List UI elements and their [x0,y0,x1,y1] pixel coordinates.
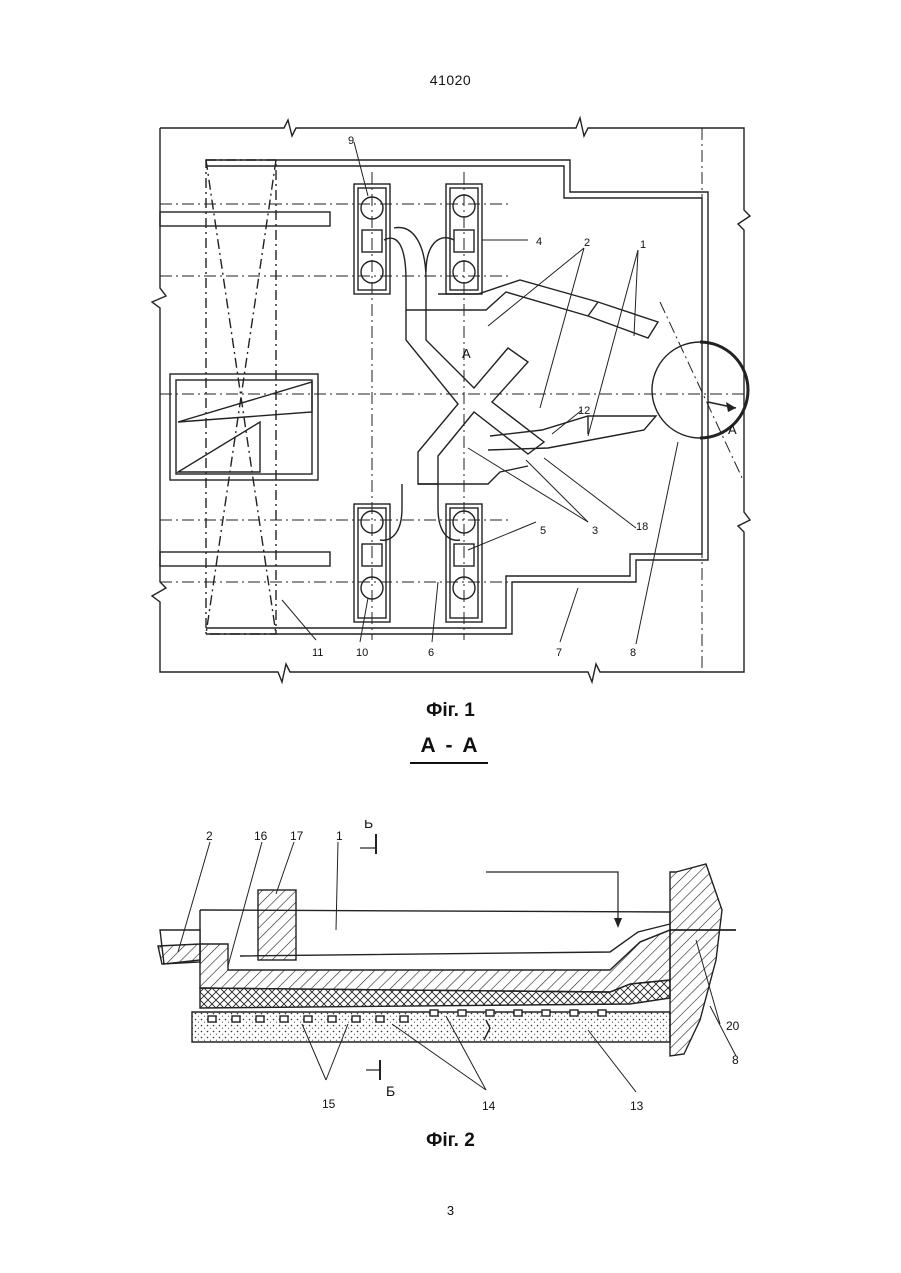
fig2-label-2: 2 [206,829,213,843]
figure-2-caption: Фіг. 2 [0,1130,901,1152]
fig1-label-18: 18 [636,521,648,533]
section-title-underline [410,762,488,764]
fig1-label-8: 8 [630,647,636,659]
fig1-label-a-upper: A [462,346,471,361]
fig2-label-14: 14 [482,1099,496,1113]
fig1-label-4: 4 [536,236,542,248]
fig2-label-13: 13 [630,1099,644,1113]
fig2-label-1: 1 [336,829,343,843]
fig1-label-9: 9 [348,135,354,147]
fig2-label-b-lower: Б [386,1083,395,1099]
fig2-label-17: 17 [290,829,304,843]
fig1-label-1: 1 [640,239,646,251]
page-number: 3 [0,1203,901,1218]
fig1-label-10: 10 [356,647,368,659]
fig2-label-15: 15 [322,1097,336,1111]
fig1-label-3: 3 [592,525,598,537]
fig1-label-6: 6 [428,647,434,659]
fig2-label-b-upper: Б [364,820,373,831]
fig2-label-8: 8 [732,1053,739,1067]
fig1-label-5: 5 [540,525,546,537]
figure-2-drawing: 2 16 17 1 Б 20 8 15 Б 14 13 [140,820,760,1120]
figure-1-drawing: 9 4 2 1 A 12 A 3 18 5 11 10 6 7 8 [148,112,764,692]
fig1-label-2: 2 [584,237,590,249]
figure-1-caption: Фіг. 1 [0,700,901,722]
fig1-label-a-right: A [728,422,737,437]
fig1-label-11: 11 [312,647,323,659]
fig1-label-7: 7 [556,647,562,659]
fig2-label-20: 20 [726,1019,740,1033]
document-number: 41020 [0,72,901,88]
section-title: А - А [400,734,500,758]
fig1-label-12: 12 [578,405,590,417]
fig2-label-16: 16 [254,829,268,843]
